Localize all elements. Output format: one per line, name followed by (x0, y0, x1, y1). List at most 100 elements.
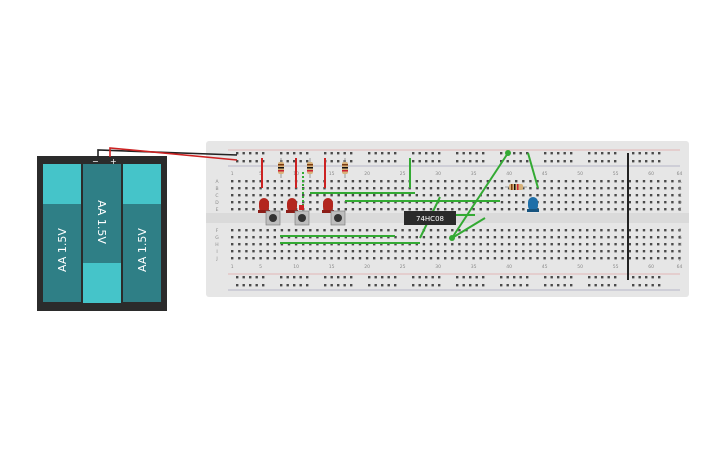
breadboard-hole[interactable] (522, 208, 525, 211)
breadboard-hole[interactable] (564, 243, 568, 246)
breadboard-hole[interactable] (472, 180, 475, 183)
breadboard-hole[interactable] (550, 180, 553, 183)
breadboard-hole[interactable] (614, 187, 617, 190)
breadboard-hole[interactable] (401, 243, 404, 246)
breadboard-hole[interactable] (635, 243, 639, 246)
breadboard-hole[interactable] (593, 236, 596, 239)
breadboard-hole[interactable] (387, 250, 390, 253)
breadboard-hole[interactable] (280, 276, 283, 279)
breadboard-hole[interactable] (337, 243, 340, 246)
breadboard-hole[interactable] (671, 250, 674, 253)
breadboard-hole[interactable] (231, 187, 234, 190)
breadboard-hole[interactable] (678, 257, 681, 260)
breadboard-hole[interactable] (607, 229, 610, 232)
breadboard-hole[interactable] (238, 208, 241, 211)
breadboard-hole[interactable] (479, 187, 482, 190)
breadboard-hole[interactable] (323, 187, 326, 190)
breadboard-hole[interactable] (600, 201, 603, 204)
breadboard-hole[interactable] (458, 208, 461, 211)
breadboard-hole[interactable] (571, 194, 575, 197)
breadboard-hole[interactable] (607, 243, 610, 246)
breadboard-hole[interactable] (564, 208, 568, 211)
breadboard-hole[interactable] (287, 243, 291, 246)
breadboard-hole[interactable] (493, 243, 497, 246)
breadboard-hole[interactable] (280, 284, 283, 287)
breadboard-hole[interactable] (557, 208, 560, 211)
breadboard-hole[interactable] (387, 229, 390, 232)
breadboard-hole[interactable] (306, 160, 309, 163)
breadboard-hole[interactable] (337, 276, 340, 279)
breadboard-hole[interactable] (358, 201, 362, 204)
breadboard-hole[interactable] (550, 152, 553, 155)
breadboard-hole[interactable] (678, 243, 681, 246)
breadboard-hole[interactable] (316, 243, 319, 246)
breadboard-hole[interactable] (394, 236, 397, 239)
breadboard-hole[interactable] (302, 250, 305, 253)
breadboard-hole[interactable] (570, 160, 573, 163)
breadboard-hole[interactable] (259, 180, 262, 183)
breadboard-hole[interactable] (642, 243, 646, 246)
breadboard-hole[interactable] (394, 201, 397, 204)
breadboard-hole[interactable] (571, 180, 575, 183)
breadboard-hole[interactable] (408, 208, 411, 211)
breadboard-hole[interactable] (316, 187, 319, 190)
breadboard-hole[interactable] (628, 257, 631, 260)
breadboard-hole[interactable] (678, 208, 681, 211)
battery-pack[interactable]: AA 1.5V AA 1.5V AA 1.5V − + (37, 156, 167, 311)
breadboard-hole[interactable] (600, 236, 603, 239)
breadboard-hole[interactable] (286, 152, 289, 155)
breadboard-hole[interactable] (536, 250, 539, 253)
breadboard-hole[interactable] (588, 152, 591, 155)
breadboard-hole[interactable] (365, 208, 369, 211)
breadboard-hole[interactable] (507, 180, 511, 183)
breadboard-hole[interactable] (601, 276, 604, 279)
breadboard-hole[interactable] (394, 187, 397, 190)
breadboard-hole[interactable] (236, 152, 239, 155)
breadboard-hole[interactable] (635, 229, 639, 232)
breadboard-hole[interactable] (593, 180, 596, 183)
breadboard-hole[interactable] (500, 284, 503, 287)
breadboard-hole[interactable] (351, 229, 355, 232)
breadboard-hole[interactable] (657, 180, 660, 183)
breadboard-hole[interactable] (594, 284, 597, 287)
breadboard-hole[interactable] (462, 276, 465, 279)
breadboard-hole[interactable] (431, 152, 434, 155)
breadboard-hole[interactable] (373, 180, 376, 183)
breadboard-hole[interactable] (486, 257, 489, 260)
breadboard-hole[interactable] (394, 180, 397, 183)
breadboard-hole[interactable] (245, 201, 248, 204)
breadboard-hole[interactable] (671, 229, 674, 232)
breadboard-hole[interactable] (273, 208, 276, 211)
breadboard-hole[interactable] (628, 180, 631, 183)
breadboard-hole[interactable] (293, 276, 296, 279)
breadboard-hole[interactable] (266, 250, 269, 253)
breadboard-hole[interactable] (273, 194, 276, 197)
breadboard-hole[interactable] (664, 180, 667, 183)
breadboard-hole[interactable] (614, 201, 617, 204)
breadboard-hole[interactable] (245, 250, 248, 253)
breadboard-hole[interactable] (522, 236, 525, 239)
breadboard-hole[interactable] (526, 276, 529, 279)
breadboard-hole[interactable] (330, 243, 333, 246)
breadboard-hole[interactable] (649, 243, 653, 246)
breadboard-hole[interactable] (262, 160, 265, 163)
breadboard-hole[interactable] (429, 236, 433, 239)
breadboard-hole[interactable] (231, 250, 234, 253)
breadboard-hole[interactable] (401, 257, 404, 260)
breadboard-hole[interactable] (330, 284, 333, 287)
breadboard-hole[interactable] (628, 194, 631, 197)
breadboard-hole[interactable] (536, 243, 539, 246)
breadboard-hole[interactable] (358, 194, 362, 197)
breadboard-hole[interactable] (550, 284, 553, 287)
breadboard-hole[interactable] (635, 180, 639, 183)
breadboard-hole[interactable] (238, 243, 241, 246)
breadboard-hole[interactable] (365, 187, 369, 190)
breadboard-hole[interactable] (299, 284, 302, 287)
breadboard-hole[interactable] (418, 276, 421, 279)
breadboard-hole[interactable] (593, 208, 596, 211)
breadboard-hole[interactable] (529, 236, 532, 239)
breadboard-hole[interactable] (472, 250, 475, 253)
breadboard-hole[interactable] (418, 284, 421, 287)
ic-chip[interactable]: 74HC08 (404, 211, 456, 225)
breadboard-hole[interactable] (500, 257, 504, 260)
